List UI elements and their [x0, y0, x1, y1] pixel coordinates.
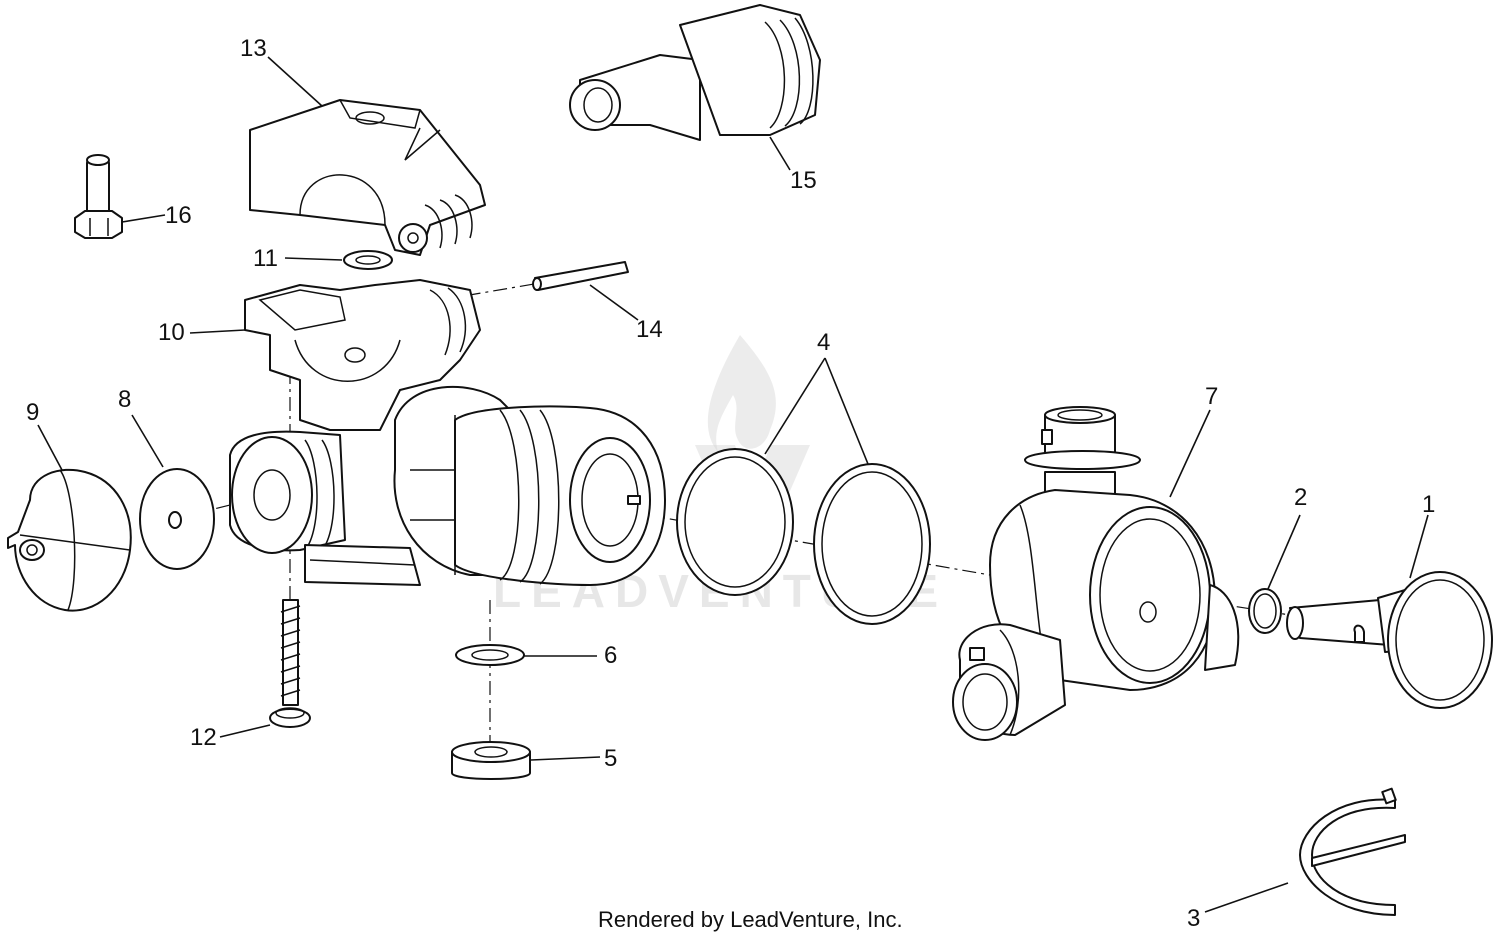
part-6-washer [455, 644, 525, 666]
render-credit: Rendered by LeadVenture, Inc. [598, 907, 903, 932]
callout-1: 1 [1422, 491, 1435, 518]
callout-6: 6 [604, 642, 617, 669]
callout-10: 10 [158, 319, 185, 346]
callout-labels: 1 2 3 4 5 6 7 8 9 10 11 12 13 14 15 16 [26, 35, 1435, 932]
callout-11: 11 [253, 245, 278, 272]
callout-8: 8 [118, 386, 131, 413]
callout-14: 14 [636, 316, 663, 343]
callout-13: 13 [240, 35, 267, 62]
part-14-pin [532, 261, 629, 291]
callout-2: 2 [1294, 484, 1307, 511]
part-5-nut [451, 741, 531, 780]
part-9-knob [7, 468, 132, 612]
part-3-retaining-clip [1299, 787, 1406, 916]
callout-15: 15 [790, 167, 817, 194]
callout-16: 16 [165, 202, 192, 229]
leader-lines [37, 56, 1429, 913]
part-13-clamp [249, 99, 486, 256]
callout-12: 12 [190, 724, 217, 751]
part-8-diaphragm [139, 468, 215, 570]
flame-icon [707, 335, 776, 452]
callout-5: 5 [604, 745, 617, 772]
callout-7: 7 [1205, 383, 1218, 410]
part-7-manifold [952, 406, 1240, 741]
part-1-valve-stem [1286, 571, 1493, 709]
callout-9: 9 [26, 399, 39, 426]
part-11-washer [343, 250, 393, 270]
part-15-hose-barb [569, 4, 821, 141]
part-10-valve-body [229, 279, 666, 586]
part-2-o-ring [1248, 588, 1282, 634]
part-12-screw [269, 599, 311, 728]
callout-3: 3 [1187, 905, 1200, 932]
part-4-o-rings [676, 448, 931, 625]
callout-4: 4 [817, 329, 830, 356]
part-16-bolt [74, 154, 123, 239]
